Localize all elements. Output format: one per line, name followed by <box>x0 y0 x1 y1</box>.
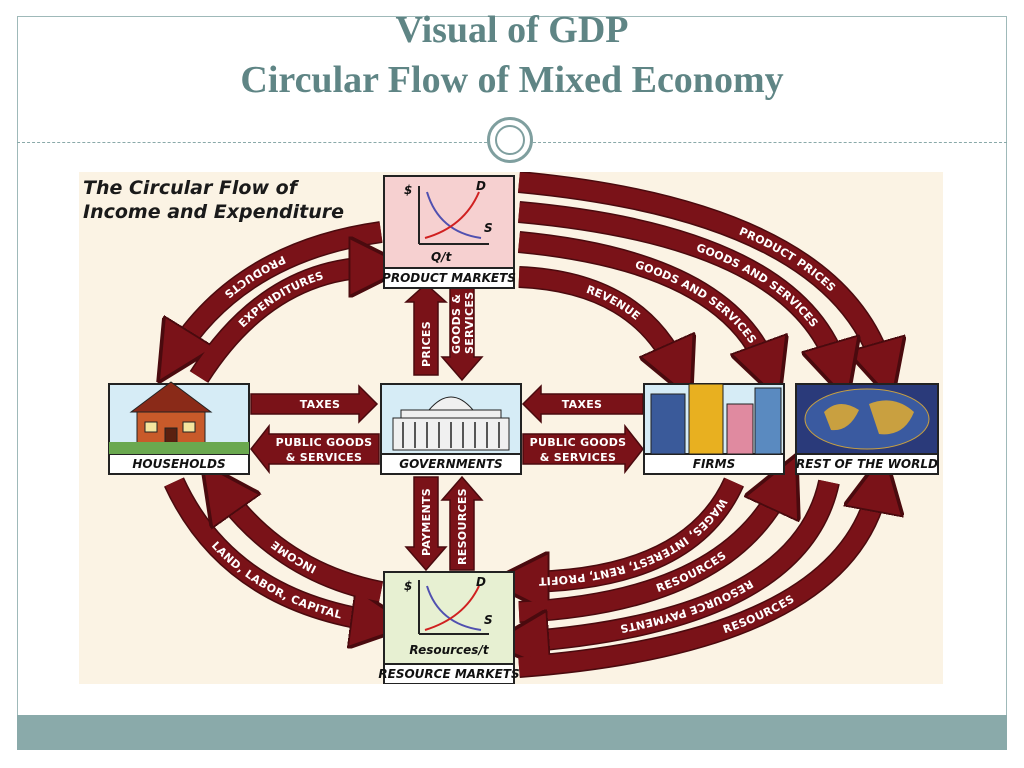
resource-chart-y-axis: $ <box>404 579 412 593</box>
label-goods-vertical-2: SERVICES <box>463 292 476 354</box>
flow-arrow-resources-vertical <box>440 475 484 571</box>
label-resources-vertical: RESOURCES <box>456 488 469 565</box>
diagram-title: The Circular Flow of Income and Expendit… <box>83 176 344 224</box>
product-chart-demand: D <box>476 179 486 193</box>
label-taxes-left: TAXES <box>300 398 341 411</box>
resource-chart-demand: D <box>476 575 486 589</box>
governments-node: GOVERNMENTS <box>380 383 522 475</box>
product-chart-supply: S <box>484 221 493 235</box>
product-chart-x-axis: Q/t <box>431 250 453 264</box>
label-taxes-right: TAXES <box>562 398 603 411</box>
product-markets-label: PRODUCT MARKETS <box>382 271 516 285</box>
flow-arrow-public-left <box>250 423 380 475</box>
flow-arrow-goods-vertical <box>440 283 484 382</box>
ornament-circle-icon <box>487 117 533 163</box>
flow-arrows-layer: PRODUCTS EXPENDITURES PRODUCT PRICES GOO… <box>108 172 939 684</box>
resource-markets-node: $ D S Resources/t RESOURCE MARKETS <box>378 571 520 684</box>
label-public-goods-left-1: PUBLIC GOODS <box>276 436 373 449</box>
firms-node: FIRMS <box>643 383 785 475</box>
label-public-goods-left-2: & SERVICES <box>286 451 362 464</box>
slide-title-line-2: Circular Flow of Mixed Economy <box>240 59 784 101</box>
flow-arrow-public-right <box>522 423 644 475</box>
flow-arrow-prices <box>404 282 448 376</box>
flow-arrow-taxes-right <box>521 384 644 424</box>
building-icon <box>650 393 686 455</box>
resource-chart-x-axis: Resources/t <box>409 643 489 657</box>
label-goods-vertical-1: GOODS & <box>450 294 463 354</box>
title-divider-left <box>17 142 487 143</box>
households-label: HOUSEHOLDS <box>132 457 225 471</box>
slide-title-line-1: Visual of GDP <box>395 9 629 51</box>
rest-of-world-label: REST OF THE WORLD <box>796 457 938 471</box>
rest-of-world-node: REST OF THE WORLD <box>795 383 939 475</box>
product-markets-node: $ D S Q/t PRODUCT MARKETS <box>382 175 516 289</box>
governments-label: GOVERNMENTS <box>399 457 502 471</box>
footer-bar <box>17 715 1007 750</box>
diagram-title-line-1: The Circular Flow of <box>83 177 297 199</box>
diagram-title-line-2: Income and Expenditure <box>83 201 344 223</box>
label-prices: PRICES <box>420 321 433 367</box>
flow-arrow-payments <box>404 476 448 572</box>
label-public-goods-right-2: & SERVICES <box>540 451 616 464</box>
straight-arrows <box>250 282 644 572</box>
title-divider-right <box>533 142 1007 143</box>
households-node: HOUSEHOLDS <box>108 381 250 475</box>
label-payments: PAYMENTS <box>420 488 433 556</box>
resource-markets-label: RESOURCE MARKETS <box>378 667 519 681</box>
flow-arrow-taxes-left <box>250 384 379 424</box>
resource-chart-supply: S <box>484 613 493 627</box>
firms-label: FIRMS <box>693 457 736 471</box>
label-public-goods-right-1: PUBLIC GOODS <box>530 436 627 449</box>
circular-flow-diagram: PRODUCTS EXPENDITURES PRODUCT PRICES GOO… <box>79 172 943 684</box>
product-chart-y-axis: $ <box>404 183 412 197</box>
